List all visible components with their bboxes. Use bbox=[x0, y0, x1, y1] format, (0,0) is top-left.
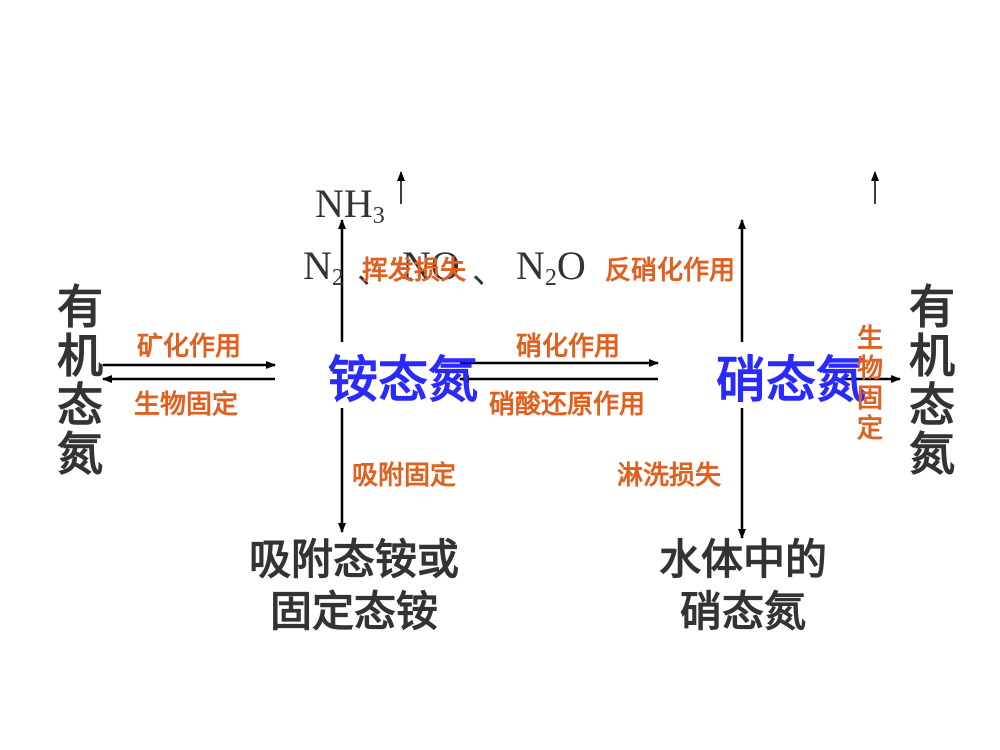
label-adsorption-fixation: 吸附固定 bbox=[352, 461, 457, 491]
separator-1: 、 bbox=[357, 254, 391, 291]
node-adsorbed-line-1: 吸附态铵或 bbox=[248, 535, 459, 584]
gas-n2: N2 bbox=[303, 243, 344, 291]
label-denitrification: 反硝化作用 bbox=[605, 256, 736, 286]
node-adsorbed-ammonium: 吸附态铵或 固定态铵 bbox=[240, 534, 468, 638]
node-adsorbed-line-2: 固定态铵 bbox=[269, 587, 438, 636]
label-leaching: 淋洗损失 bbox=[617, 461, 722, 491]
node-water-line-2: 硝态氮 bbox=[679, 587, 806, 636]
node-organic-nitrogen-left: 有机态氮 bbox=[57, 280, 103, 481]
separator-2: 、 bbox=[472, 254, 506, 291]
node-water-nitrate: 水体中的 硝态氮 bbox=[650, 534, 836, 638]
label-volatilization: 挥发损失 bbox=[362, 256, 467, 286]
label-bio-fixation-right: 生物固定 bbox=[856, 324, 883, 444]
node-organic-nitrogen-right: 有机态氮 bbox=[909, 280, 955, 481]
label-nitrate-reduction: 硝酸还原作用 bbox=[489, 390, 646, 420]
node-water-line-1: 水体中的 bbox=[658, 535, 827, 584]
node-ammonium-nitrogen: 铵态氮 bbox=[328, 350, 478, 409]
gas-no: NO bbox=[402, 243, 460, 288]
label-mineralization: 矿化作用 bbox=[137, 332, 242, 362]
gas-n2o: N2O bbox=[516, 243, 586, 291]
label-bio-fixation-left: 生物固定 bbox=[134, 390, 239, 420]
label-nitrification: 硝化作用 bbox=[516, 332, 621, 362]
gas-nh3: NH3 bbox=[315, 181, 385, 229]
node-nitrate-nitrogen: 硝态氮 bbox=[716, 350, 866, 409]
